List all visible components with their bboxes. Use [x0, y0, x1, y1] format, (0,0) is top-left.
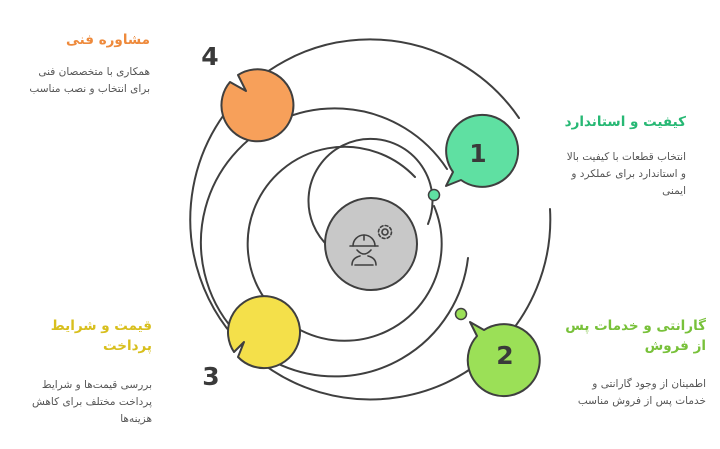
- item-4-description: همکاری با متخصصان فنی برای انتخاب و نصب …: [29, 64, 150, 98]
- item-2-desc-line: اطمینان از وجود گارانتی و: [592, 378, 706, 390]
- item-2-desc-line: خدمات پس از فروش مناسب: [577, 395, 706, 407]
- item-3-desc-line: بررسی قیمت‌ها و شرایط: [41, 379, 152, 391]
- badge-2: 2: [466, 321, 541, 398]
- item-2-title: گارانتی و خدمات پس از فروش: [565, 316, 706, 356]
- item-3-title-line: قیمت و شرایط: [50, 318, 152, 334]
- item-1-desc-line: انتخاب قطعات با کیفیت بالا: [566, 151, 686, 163]
- item-1-desc-line: ایمنی: [662, 185, 686, 197]
- item-3-description: بررسی قیمت‌ها و شرایط پرداخت مختلف برای …: [32, 377, 152, 428]
- item-4-title: مشاوره فنی: [65, 32, 150, 48]
- badge-4: 4: [201, 42, 295, 143]
- badge-number-3: 3: [202, 362, 219, 391]
- item-1-desc-line: و استاندارد برای عملکرد و: [571, 168, 686, 180]
- item-4-desc-line: همکاری با متخصصان فنی: [38, 66, 150, 78]
- connector-dot-1: [427, 188, 441, 202]
- badge-1: 1: [445, 113, 520, 188]
- item-3-desc-line: هزینه‌ها: [120, 413, 152, 425]
- ring-3: [199, 107, 469, 378]
- center-node: [324, 197, 418, 291]
- item-1-title: کیفیت و استاندارد: [564, 114, 686, 130]
- connector-dot-2: [454, 307, 468, 321]
- item-2-description: اطمینان از وجود گارانتی و خدمات پس از فر…: [578, 376, 706, 410]
- badge-number-2: 2: [496, 341, 513, 370]
- engineer-gear-icon: [349, 224, 393, 266]
- badge-3: 3: [202, 295, 301, 391]
- item-1-description: انتخاب قطعات با کیفیت بالا و استاندارد ب…: [567, 149, 686, 200]
- item-3-title: قیمت و شرایط پرداخت: [51, 316, 152, 356]
- item-2-title-line: گارانتی و خدمات پس: [565, 318, 706, 334]
- item-2-title-line: از فروش: [644, 338, 706, 354]
- badge-number-1: 1: [469, 139, 486, 168]
- badge-number-4: 4: [201, 42, 218, 71]
- center-circle: [324, 197, 418, 291]
- item-3-desc-line: پرداخت مختلف برای کاهش: [31, 396, 152, 408]
- item-4-desc-line: برای انتخاب و نصب مناسب: [29, 83, 150, 95]
- item-3-title-line: پرداخت: [102, 338, 152, 354]
